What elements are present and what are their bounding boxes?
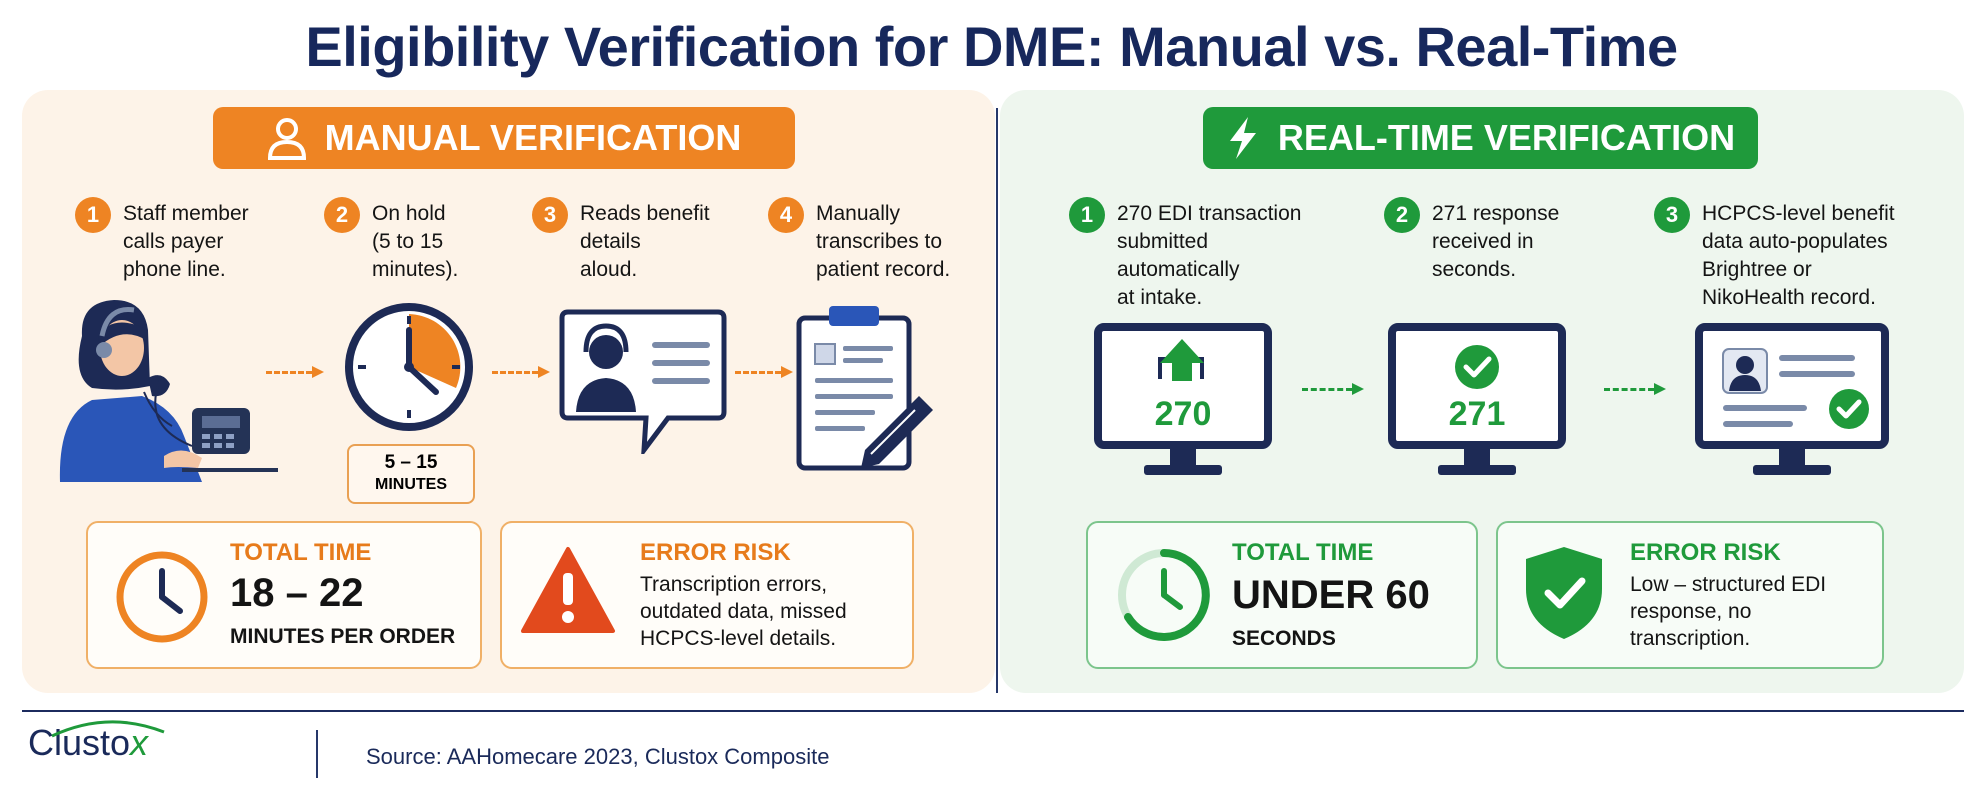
monitor-270: 270 [1094, 323, 1272, 483]
realtime-error-risk-card: ERROR RISK Low – structured EDI response… [1496, 521, 1884, 669]
step-text: 271 response received in seconds. [1432, 202, 1560, 281]
hold-time-range: 5 – 15 [384, 452, 438, 473]
step-text: Staff member calls payer phone line. [123, 202, 249, 281]
lightning-icon [1229, 117, 1256, 159]
manual-step-3: 3 Reads benefit details aloud. [532, 197, 710, 284]
manual-error-risk-card: ERROR RISK Transcription errors, outdate… [500, 521, 914, 669]
realtime-step-1: 1 270 EDI transaction submitted automati… [1069, 197, 1302, 312]
footer-separator [316, 730, 318, 778]
agent-speech-illustration [559, 309, 727, 454]
vertical-divider [996, 108, 998, 693]
step-number: 1 [1069, 197, 1105, 233]
logo-main-text: Clusto [28, 722, 131, 763]
hold-time-chip: 5 – 15 MINUTES [347, 444, 475, 504]
clock-icon [345, 303, 473, 431]
clock-icon [116, 551, 208, 643]
shield-check-icon [1526, 547, 1602, 639]
step-number: 2 [324, 197, 360, 233]
flow-arrow [1604, 383, 1666, 395]
logo-x-text: x [130, 722, 149, 763]
realtime-step-2: 2 271 response received in seconds. [1384, 197, 1560, 284]
monitor-code-271: 271 [1448, 395, 1506, 433]
error-risk-label: ERROR RISK [1630, 539, 1781, 566]
monitor-code-270: 270 [1154, 395, 1212, 433]
clipboard-icon [796, 306, 933, 471]
error-risk-text: Low – structured EDI response, no transc… [1630, 573, 1827, 650]
logo-swoosh [51, 720, 165, 738]
page-title: Eligibility Verification for DME: Manual… [305, 15, 1678, 78]
step-text: Reads benefit details aloud. [580, 202, 710, 281]
person-icon [267, 118, 306, 160]
realtime-banner: REAL-TIME VERIFICATION [1203, 107, 1758, 169]
error-risk-label: ERROR RISK [640, 539, 791, 566]
step-text: HCPCS-level benefit data auto-populates … [1702, 202, 1895, 309]
manual-step-1: 1 Staff member calls payer phone line. [75, 197, 249, 284]
flow-arrow [266, 366, 324, 378]
step-number: 2 [1384, 197, 1420, 233]
step-number: 3 [532, 197, 568, 233]
step-text: On hold (5 to 15 minutes). [372, 202, 459, 281]
monitor-check-icon [1388, 323, 1566, 475]
realtime-total-time-card: TOTAL TIME UNDER 60 SECONDS [1086, 521, 1478, 669]
clustox-logo: Clustox [28, 720, 165, 764]
manual-banner: MANUAL VERIFICATION [213, 107, 795, 169]
total-time-unit: MINUTES PER ORDER [230, 625, 456, 648]
monitor-record-icon [1695, 323, 1889, 475]
realtime-step-3: 3 HCPCS-level benefit data auto-populate… [1654, 197, 1895, 312]
hold-time-unit: MINUTES [375, 476, 447, 493]
manual-step-4: 4 Manually transcribes to patient record… [768, 197, 951, 284]
step-text: 270 EDI transaction submitted automatica… [1117, 202, 1302, 309]
footer-divider [22, 710, 1964, 712]
realtime-banner-label: REAL-TIME VERIFICATION [1277, 117, 1736, 158]
total-time-unit: SECONDS [1232, 627, 1336, 650]
total-time-value: UNDER 60 [1232, 573, 1430, 617]
monitor-upload-icon [1094, 323, 1272, 475]
step-number: 1 [75, 197, 111, 233]
flow-arrow [735, 366, 793, 378]
timer-icon [1118, 549, 1210, 641]
warning-icon [521, 547, 615, 633]
source-text: Source: AAHomecare 2023, Clustox Composi… [366, 744, 830, 769]
monitor-271: 271 [1388, 323, 1566, 483]
step-number: 3 [1654, 197, 1690, 233]
flow-arrow [492, 366, 550, 378]
step-number: 4 [768, 197, 804, 233]
total-time-label: TOTAL TIME [230, 539, 372, 566]
manual-banner-label: MANUAL VERIFICATION [324, 117, 742, 158]
manual-step-2: 2 On hold (5 to 15 minutes). [324, 197, 459, 284]
error-risk-text: Transcription errors, outdated data, mis… [640, 573, 847, 650]
manual-total-time-card: TOTAL TIME 18 – 22 MINUTES PER ORDER [86, 521, 482, 669]
staff-phone-illustration [59, 300, 278, 482]
total-time-value: 18 – 22 [230, 571, 364, 615]
step-text: Manually transcribes to patient record. [816, 202, 951, 281]
total-time-label: TOTAL TIME [1232, 539, 1374, 566]
flow-arrow [1302, 383, 1364, 395]
